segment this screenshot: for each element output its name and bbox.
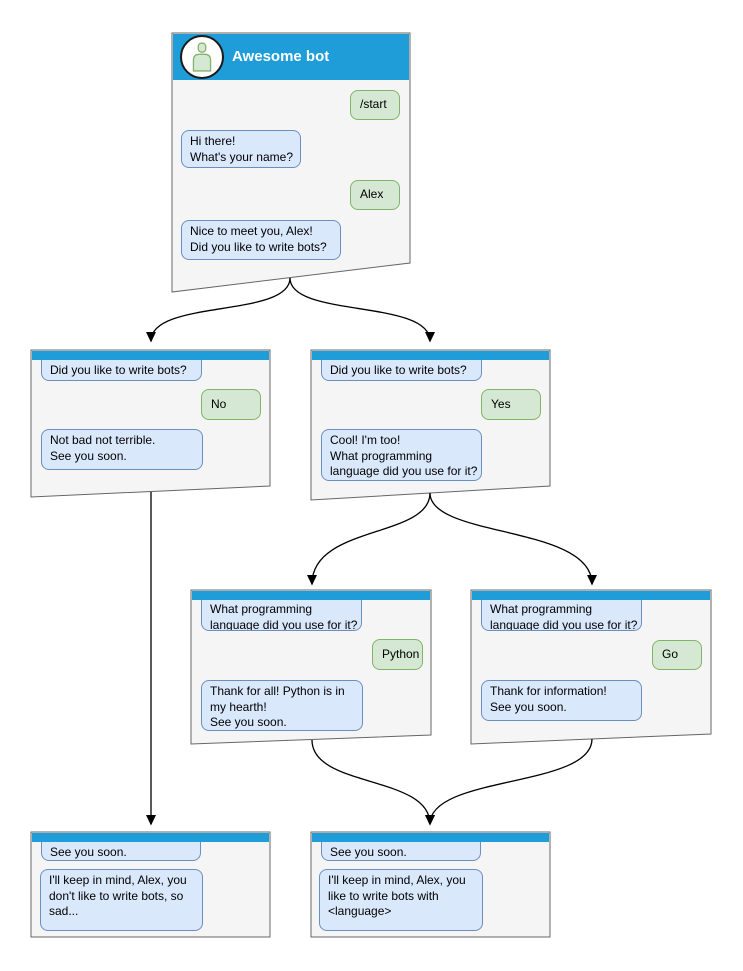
edge-yes-to-python xyxy=(307,492,431,586)
user-message-bubble: /start xyxy=(350,90,400,120)
edge-root-to-yes xyxy=(289,277,435,343)
chat-title: Awesome bot xyxy=(232,48,330,65)
user-message-bubble: Go xyxy=(652,640,702,670)
edge-yes-to-go xyxy=(429,492,597,586)
bot-message-bubble: Nice to meet you, Alex! Did you like to … xyxy=(181,220,341,260)
chat-header: Awesome bot xyxy=(173,34,409,80)
bot-message-bubble: Cool! I'm too! What programming language… xyxy=(321,429,482,481)
bot-message-bubble: Thank for all! Python is in my hearth! S… xyxy=(201,680,363,731)
avatar xyxy=(180,35,224,79)
bot-message-bubble: I'll keep in mind, Alex, you don't like … xyxy=(40,869,203,931)
edge-go-to-end xyxy=(425,738,593,826)
user-message-bubble: Alex xyxy=(350,180,400,210)
bot-message-bubble: Hi there! What's your name? xyxy=(181,130,301,168)
chat-header-bar xyxy=(312,351,549,360)
chat-header-bar xyxy=(472,591,710,600)
chat-header-bar xyxy=(32,351,269,360)
user-message-bubble: No xyxy=(201,389,261,420)
chat-header-bar xyxy=(192,591,430,600)
user-message-bubble: Yes xyxy=(481,389,541,420)
edge-root-to-no xyxy=(146,277,291,343)
chat-header-bar xyxy=(312,833,549,842)
bot-message-bubble: I'll keep in mind, Alex, you like to wri… xyxy=(319,869,483,931)
chat-header-bar xyxy=(32,833,269,842)
user-message-bubble: Python xyxy=(372,639,423,670)
person-icon xyxy=(192,42,212,72)
bot-message-bubble: Thank for information! See you soon. xyxy=(481,680,642,721)
edge-python-to-end xyxy=(311,739,435,826)
bot-message-bubble: Not bad not terrible. See you soon. xyxy=(41,429,203,470)
